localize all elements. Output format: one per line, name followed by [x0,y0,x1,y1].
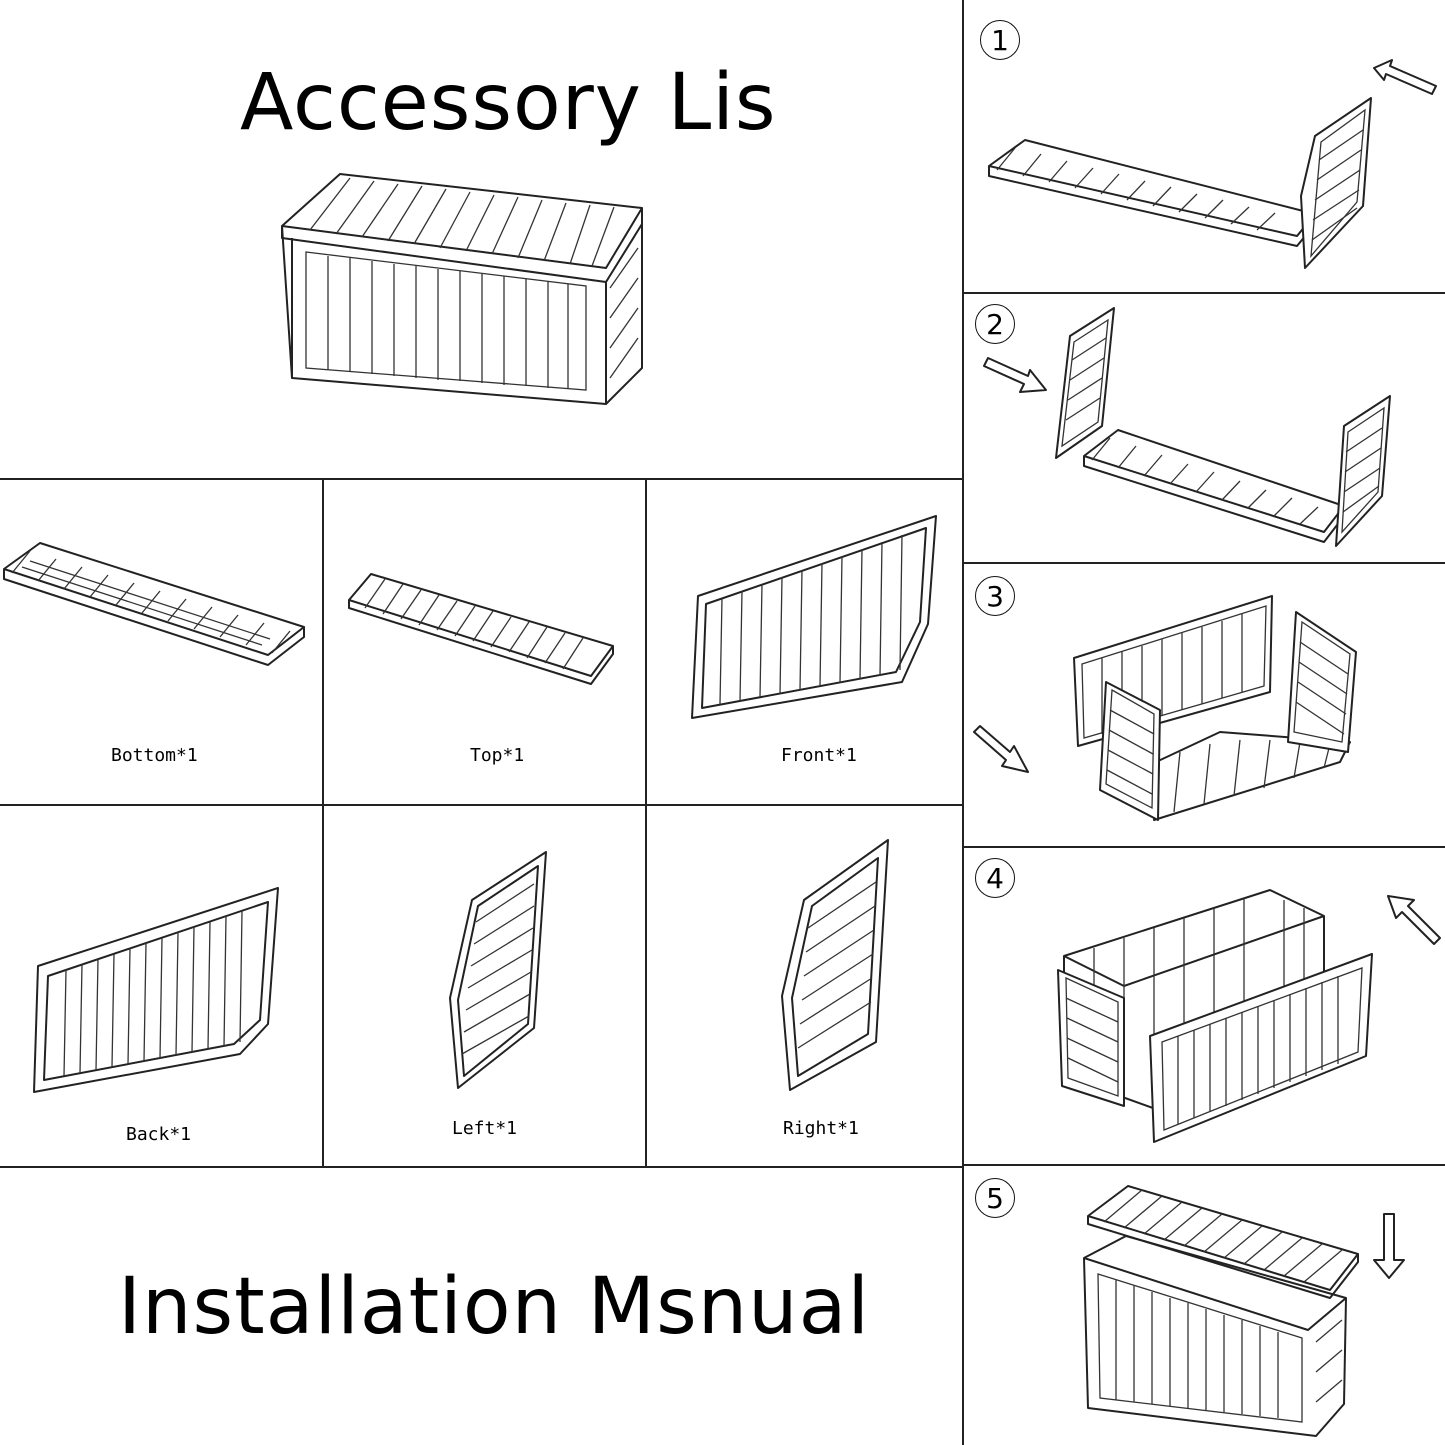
part-label-top: Top*1 [470,745,525,766]
parts-grid-bottom-line [0,1166,962,1168]
part-label-right: Right*1 [783,1118,859,1139]
right-panel-icon [781,839,889,1091]
step-3-add-back-panel-icon [1073,595,1357,821]
step-divider-2 [962,562,1445,564]
part-label-bottom: Bottom*1 [111,745,198,766]
parts-grid-col-line-1 [322,478,324,1166]
step-number-5: 5 [975,1178,1015,1218]
part-label-front: Front*1 [781,745,857,766]
back-panel-icon [33,887,279,1093]
bottom-panel-icon [3,542,305,666]
step-4-arrow-up-left-icon [1387,895,1441,945]
step-number-1: 1 [980,20,1020,60]
parts-grid-col-line-2 [645,478,647,1166]
step-divider-3 [962,846,1445,848]
step-2-add-second-side-icon [1055,307,1391,547]
accessory-list-title: Accessory Lis [240,58,777,148]
part-label-left: Left*1 [452,1118,518,1139]
installation-manual-title: Installation Msnual [118,1262,871,1352]
assembled-storage-box-icon [281,173,643,405]
step-number-4: 4 [975,858,1015,898]
step-3-arrow-down-right-icon [973,725,1029,773]
step-number-2: 2 [975,304,1015,344]
step-divider-4 [962,1164,1445,1166]
front-panel-icon [691,515,937,719]
parts-grid-middle-line [0,804,962,806]
top-lid-icon [348,573,614,685]
step-1-arrow-up-left-icon [1373,59,1437,95]
left-panel-icon [449,851,547,1089]
step-5-attach-lid-icon [1083,1185,1359,1437]
parts-grid-top-line [0,478,962,480]
step-4-add-front-panel-icon [1057,889,1373,1143]
step-number-3: 3 [975,576,1015,616]
step-1-base-and-side-icon [988,97,1372,269]
part-label-back: Back*1 [126,1124,192,1145]
step-divider-1 [962,292,1445,294]
step-2-arrow-down-right-icon [983,357,1047,393]
right-column-divider [962,0,964,1445]
step-5-arrow-down-icon [1373,1213,1405,1279]
